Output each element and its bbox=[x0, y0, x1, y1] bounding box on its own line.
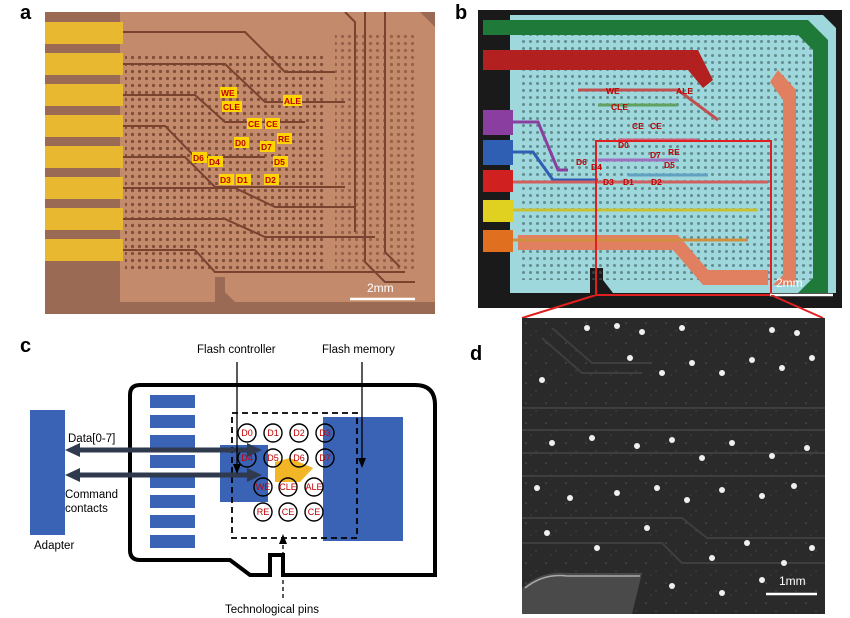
ball-we: WE bbox=[256, 482, 271, 492]
panel-a-pin-labels: WE ALE CLE CE CE RE D0 D7 D6 D5 D4 D3 D1… bbox=[192, 87, 302, 185]
pin-b-d4: D4 bbox=[591, 162, 602, 172]
panel-letter-d: d bbox=[470, 343, 483, 365]
panel-letter-a: a bbox=[20, 2, 32, 24]
zoom-connector-lines bbox=[521, 295, 824, 319]
pin-b-d6: D6 bbox=[576, 157, 587, 167]
pin-label-d0: D0 bbox=[235, 138, 246, 148]
pin-label-we: WE bbox=[221, 88, 235, 98]
panel-letter-c: c bbox=[20, 335, 32, 357]
adapter-block bbox=[30, 410, 65, 535]
pin-label-ale: ALE bbox=[284, 96, 301, 106]
pin-b-cle: CLE bbox=[611, 102, 628, 112]
label-command-contacts-2: contacts bbox=[65, 503, 108, 515]
ball-cle: CLE bbox=[279, 482, 297, 492]
panel-b-scale-label: 2mm bbox=[776, 276, 803, 290]
pin-label-d4: D4 bbox=[209, 157, 220, 167]
pointer-arrows bbox=[233, 362, 366, 598]
ball-ce-2: CE bbox=[308, 507, 321, 517]
ball-d3: D3 bbox=[319, 428, 331, 438]
panel-c-schematic: D0 D1 D2 D3 D4 D5 D6 D7 WE CLE ALE RE CE… bbox=[30, 344, 437, 616]
ball-d6: D6 bbox=[293, 453, 305, 463]
zoom-region-box bbox=[595, 140, 772, 296]
pin-label-d3: D3 bbox=[220, 175, 231, 185]
flash-memory-block bbox=[323, 417, 403, 541]
pin-b-ce-1: CE bbox=[632, 121, 644, 131]
ball-ce-1: CE bbox=[282, 507, 295, 517]
pin-b-d7: D7 bbox=[650, 150, 661, 160]
pin-b-re: RE bbox=[668, 147, 680, 157]
pin-label-d7: D7 bbox=[261, 142, 272, 152]
technological-pins-area bbox=[231, 412, 358, 539]
data-arrows bbox=[65, 443, 262, 482]
panel-a-pcb-photo: WE ALE CLE CE CE RE D0 D7 D6 D5 D4 D3 D1… bbox=[45, 12, 435, 314]
label-adapter: Adapter bbox=[34, 540, 74, 552]
pin-b-d5: D5 bbox=[664, 160, 675, 170]
pin-label-d2: D2 bbox=[265, 175, 276, 185]
pin-label-d1: D1 bbox=[237, 175, 248, 185]
panel-d-scale-label: 1mm bbox=[779, 574, 806, 588]
ball-ale: ALE bbox=[305, 482, 322, 492]
pin-b-d0: D0 bbox=[618, 140, 629, 150]
panel-b-pin-labels: WE ALE CLE CE CE RE D0 D7 D6 D5 D4 D3 D1… bbox=[576, 86, 693, 187]
ball-d2: D2 bbox=[293, 428, 305, 438]
pin-label-ce-2: CE bbox=[266, 119, 278, 129]
panel-b-pcb-map: WE ALE CLE CE CE RE D0 D7 D6 D5 D4 D3 D1… bbox=[478, 10, 842, 308]
bonding-area bbox=[275, 458, 313, 482]
label-flash-memory: Flash memory bbox=[322, 344, 395, 356]
panel-letter-b: b bbox=[455, 2, 468, 24]
label-data-bus: Data[0-7] bbox=[68, 433, 115, 445]
microsd-outline bbox=[128, 383, 437, 577]
pin-label-d5: D5 bbox=[274, 157, 285, 167]
pin-b-ce-2: CE bbox=[650, 121, 662, 131]
label-flash-controller: Flash controller bbox=[197, 344, 276, 356]
pin-label-cle: CLE bbox=[223, 102, 240, 112]
ball-d0: D0 bbox=[241, 428, 253, 438]
pin-label-ce-1: CE bbox=[248, 119, 260, 129]
ball-d1: D1 bbox=[267, 428, 279, 438]
ball-re: RE bbox=[257, 507, 270, 517]
label-command-contacts-1: Command bbox=[65, 489, 118, 501]
ball-d4: D4 bbox=[241, 453, 253, 463]
pin-b-ale: ALE bbox=[676, 86, 693, 96]
pin-b-d3: D3 bbox=[603, 177, 614, 187]
pin-b-d2: D2 bbox=[651, 177, 662, 187]
pin-label-re: RE bbox=[278, 134, 290, 144]
ball-d5: D5 bbox=[267, 453, 279, 463]
pin-b-we: WE bbox=[606, 86, 620, 96]
label-technological-pins: Technological pins bbox=[225, 604, 319, 616]
pin-b-d1: D1 bbox=[623, 177, 634, 187]
card-contacts bbox=[150, 395, 195, 548]
panel-d-xray: 1mm bbox=[522, 318, 825, 614]
ball-d7: D7 bbox=[319, 453, 331, 463]
panel-a-scale-label: 2mm bbox=[367, 281, 394, 295]
pin-label-d6: D6 bbox=[193, 153, 204, 163]
pin-balls bbox=[237, 423, 335, 522]
